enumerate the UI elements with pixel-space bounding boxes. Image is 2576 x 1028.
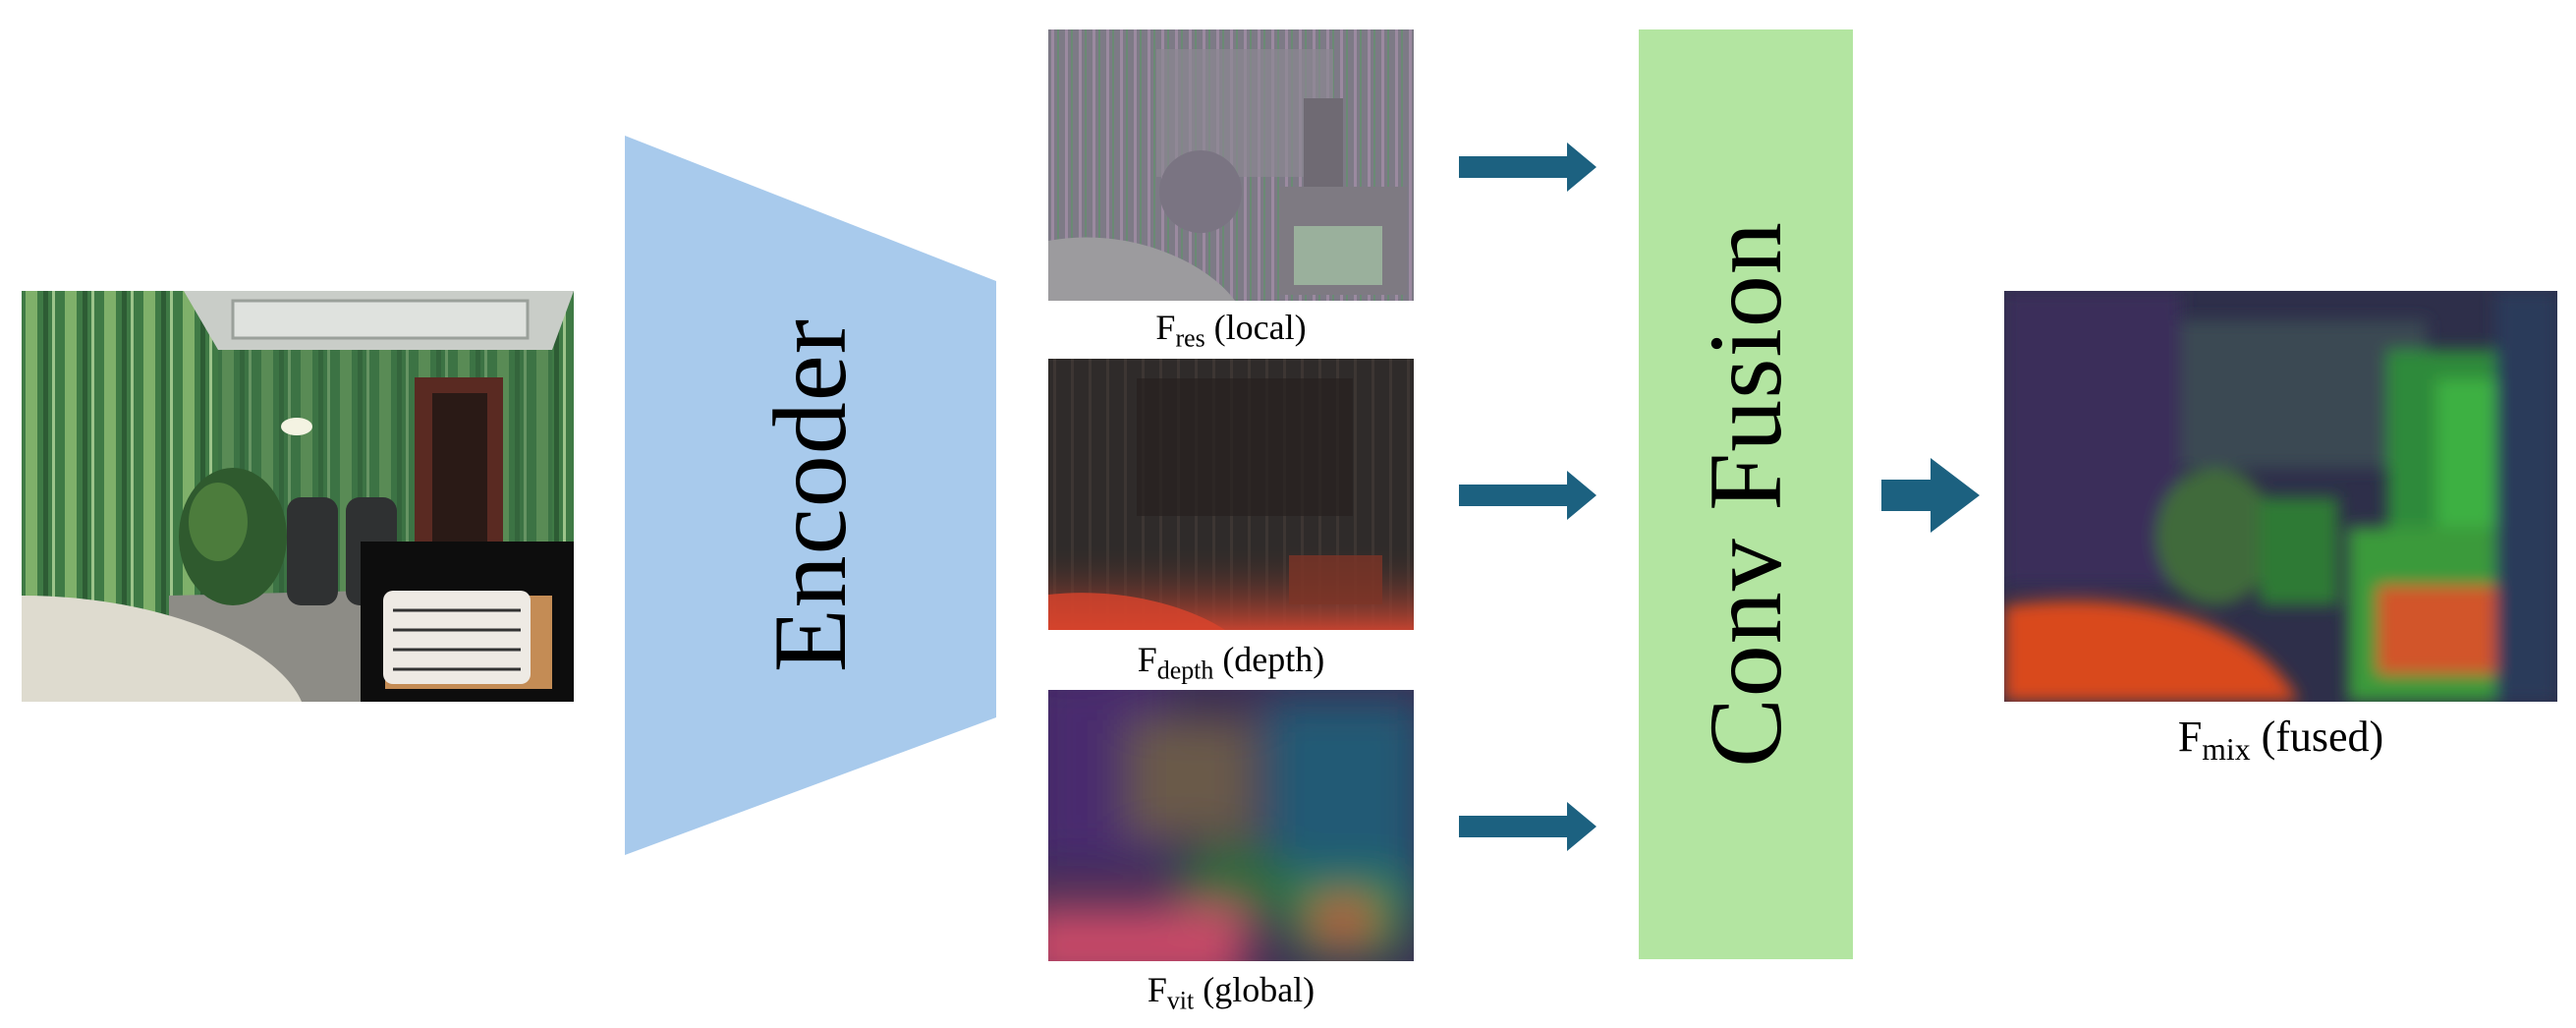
feature-map-res: [1048, 29, 1414, 301]
arrow-fusion-to-output: [1881, 458, 1980, 533]
arrow-depth-to-fusion: [1459, 471, 1596, 520]
encoder-block: [625, 136, 996, 855]
caption-vit: Fvit (global): [1147, 970, 1316, 1015]
caption-res: Fres (local): [1155, 308, 1307, 353]
arrow-res-to-fusion: [1459, 143, 1596, 192]
feature-map-depth: [1048, 359, 1414, 630]
encoder-label: Encoder: [753, 317, 868, 673]
conv-fusion-label: Conv Fusion: [1688, 221, 1804, 768]
input-image: [22, 291, 574, 702]
feature-map-vit: [1048, 690, 1414, 961]
fused-feature-map: [2004, 291, 2557, 702]
arrow-vit-to-fusion: [1459, 802, 1596, 851]
caption-fused: Fmix (fused): [2177, 713, 2384, 767]
conv-fusion-block: [1639, 29, 1853, 959]
caption-depth: Fdepth (depth): [1137, 640, 1325, 685]
